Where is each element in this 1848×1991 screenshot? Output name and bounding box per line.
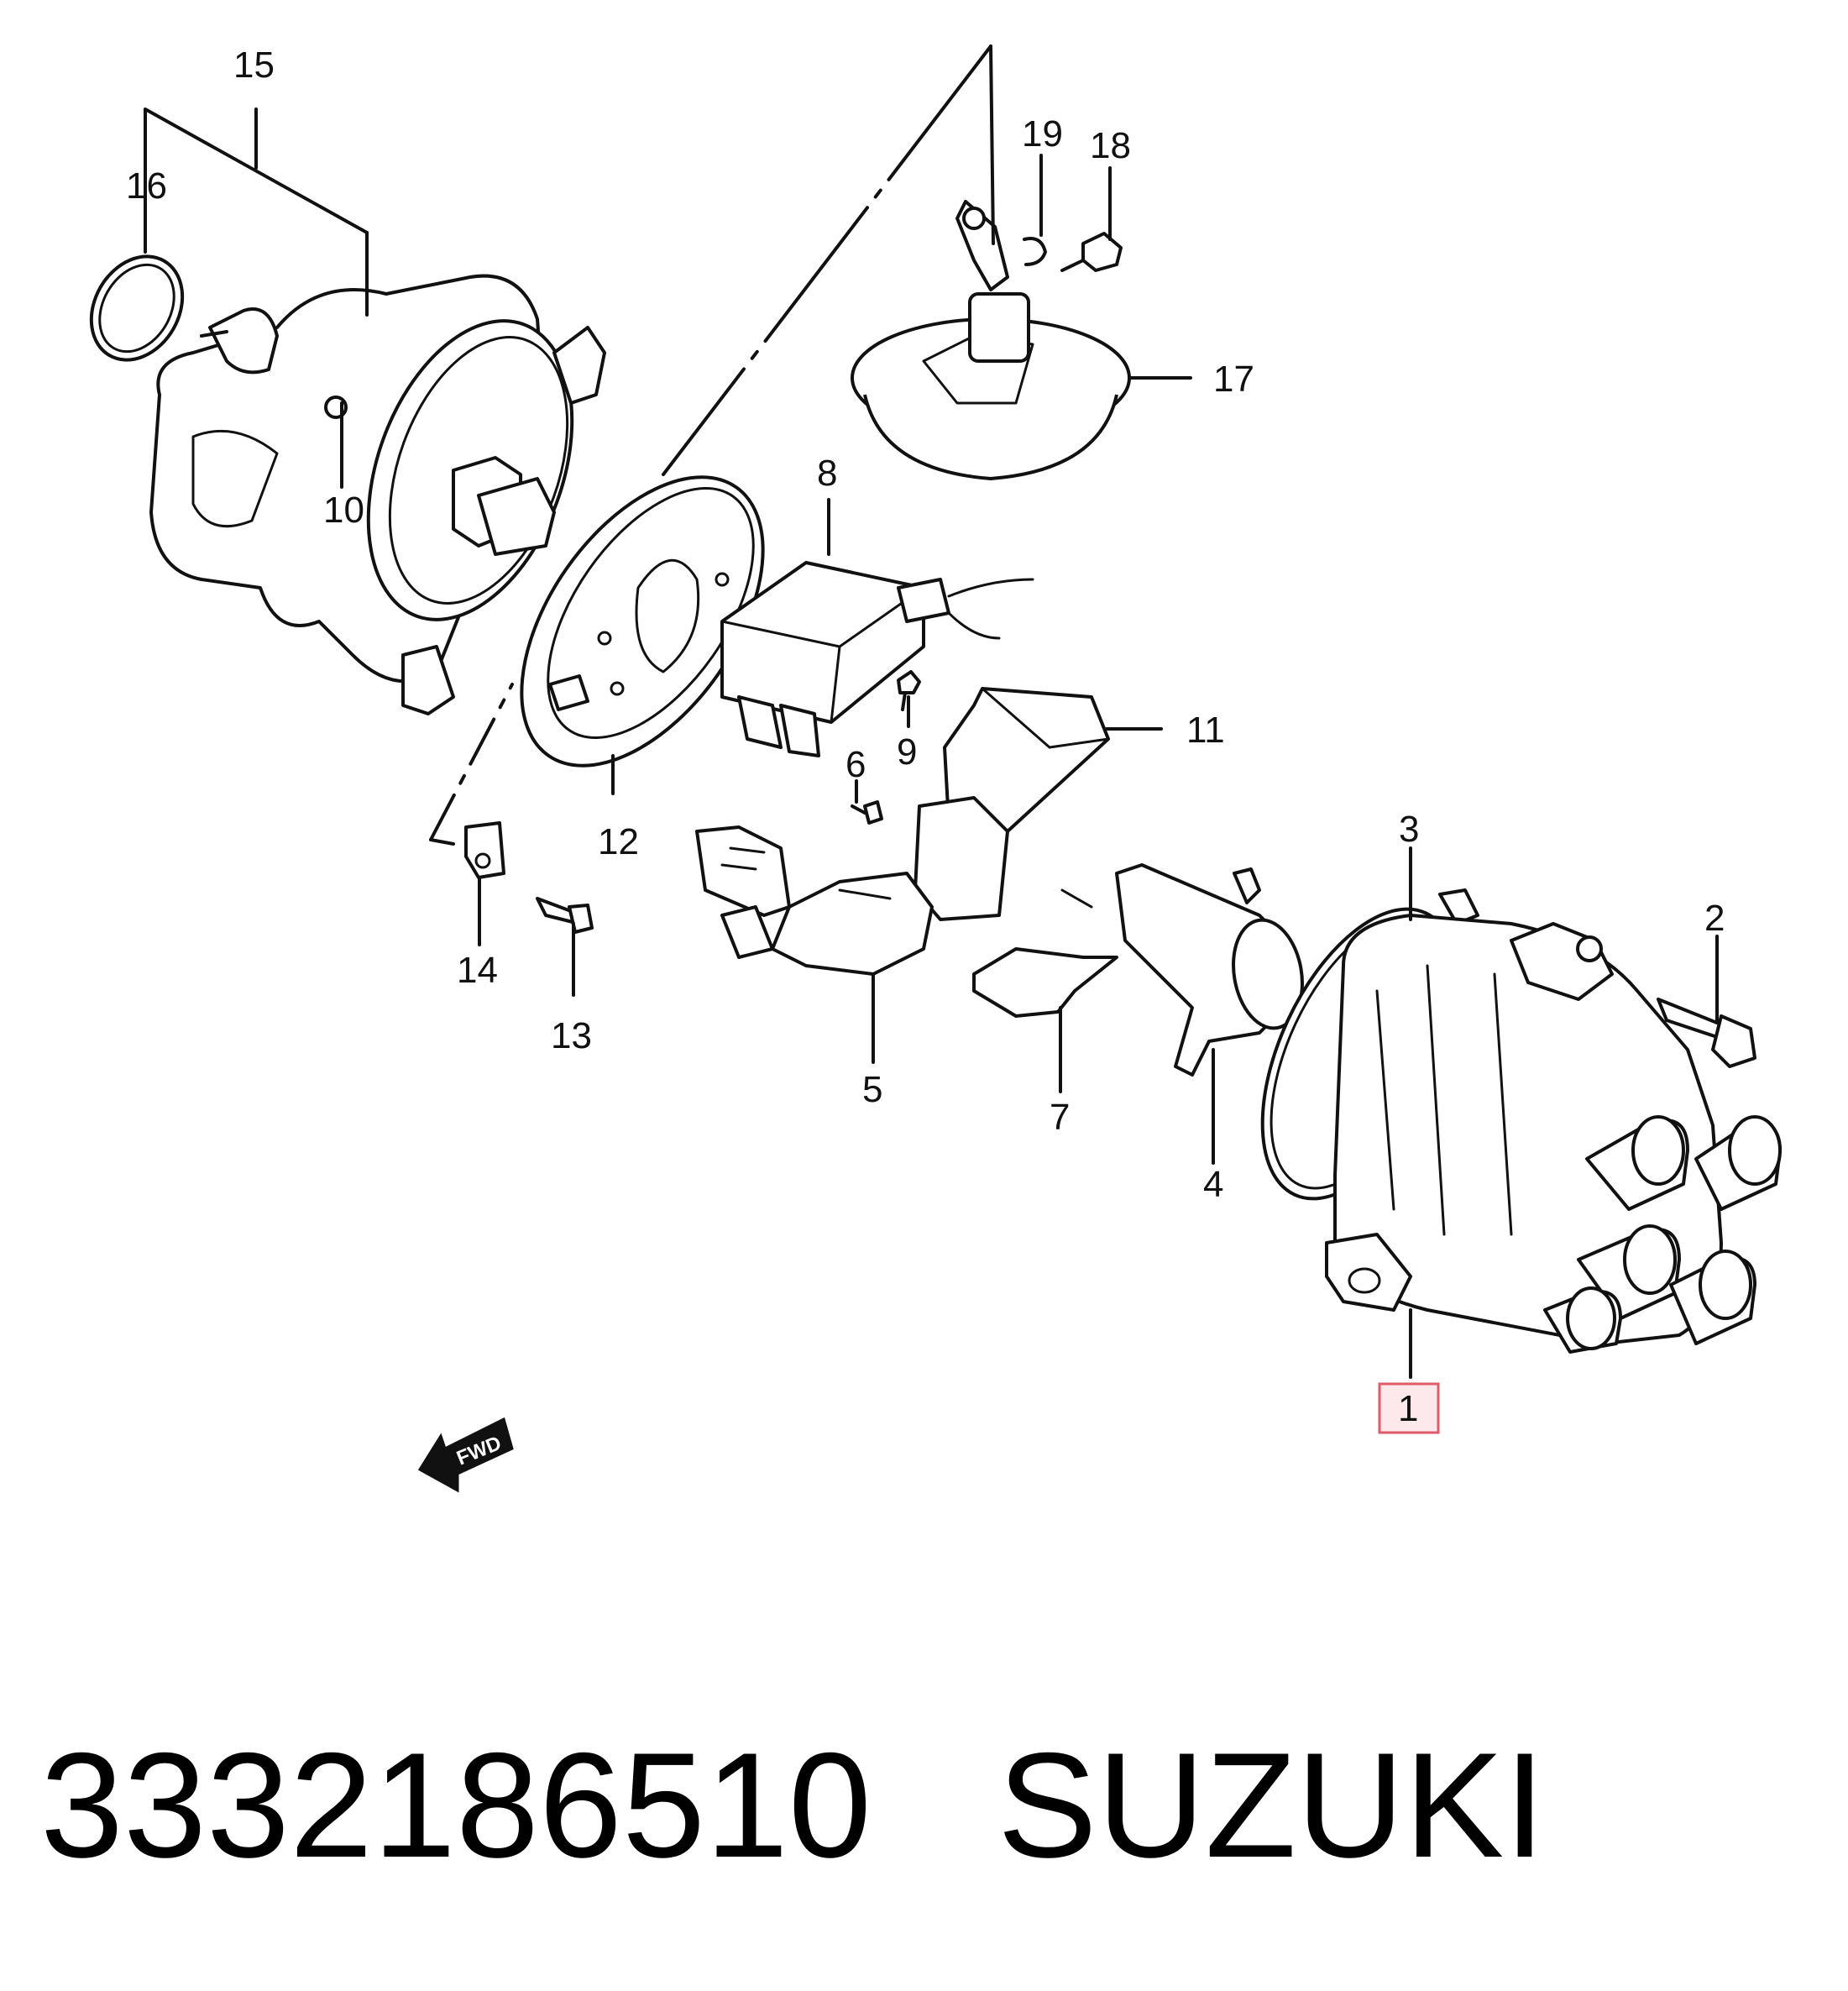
parts-diagram: FWD 15 16 10 19 18 17 8 9 11 6: [89, 45, 1782, 1493]
label-2: 2: [1704, 898, 1725, 939]
leader-lines: [144, 45, 1719, 1379]
label-10: 10: [323, 490, 364, 531]
part-caption: 3332186510 SUZUKI: [40, 1705, 1804, 1906]
label-9: 9: [897, 731, 917, 773]
label-1: 1: [1398, 1388, 1418, 1429]
label-4: 4: [1203, 1164, 1223, 1205]
part-clip-19: [1023, 237, 1047, 266]
label-8: 8: [817, 453, 837, 494]
label-11: 11: [1186, 710, 1225, 751]
part-plate-12: [520, 475, 765, 768]
part-vacuum-17: [851, 200, 1131, 480]
label-18: 18: [1090, 125, 1131, 166]
part-rotor-4: [1115, 863, 1304, 1077]
label-19: 19: [1022, 113, 1063, 155]
label-14: 14: [457, 950, 498, 991]
part-coil-11: [914, 687, 1110, 921]
part-cap-1: [1325, 914, 1782, 1354]
part-screw-6: [851, 800, 883, 825]
brand-name: SUZUKI: [997, 1721, 1546, 1889]
label-16: 16: [126, 165, 167, 207]
label-15: 15: [233, 45, 275, 86]
part-screw-13: [536, 897, 594, 934]
label-17: 17: [1213, 359, 1254, 400]
label-13: 13: [551, 1015, 592, 1056]
part-screw-18: [1060, 232, 1123, 272]
fwd-arrow-icon: FWD: [417, 1417, 514, 1493]
part-clamp-7: [972, 888, 1118, 1018]
part-screw-2: [1657, 998, 1756, 1068]
label-12: 12: [598, 821, 639, 862]
part-housing-15: [89, 254, 606, 715]
label-7: 7: [1050, 1097, 1070, 1138]
part-screw-9: [897, 670, 921, 711]
label-6: 6: [845, 744, 866, 785]
part-module-8: [720, 561, 1034, 757]
highlight-box-1: [1378, 1382, 1440, 1434]
part-clip-14: [464, 821, 505, 879]
part-number: 3332186510: [40, 1721, 872, 1889]
part-bracket-5: [695, 825, 934, 976]
label-5: 5: [862, 1069, 882, 1110]
label-3: 3: [1399, 809, 1419, 850]
